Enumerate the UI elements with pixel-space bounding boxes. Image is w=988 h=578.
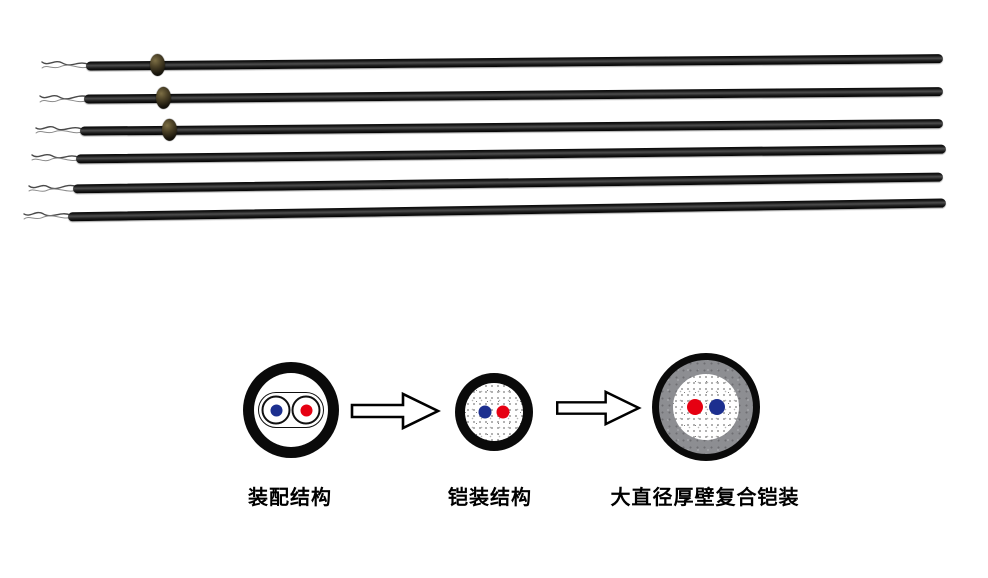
collar-fitting: [155, 86, 172, 109]
cable-rod: [79, 118, 944, 136]
cable-rod: [85, 53, 944, 71]
lead-wires-icon: [35, 126, 84, 134]
blue-conductor-dot: [270, 404, 282, 416]
collar-fitting: [149, 53, 166, 77]
red-conductor-dot: [687, 399, 703, 415]
cable-rod: [83, 86, 944, 104]
collar-fitting: [161, 118, 178, 141]
cable-probe: [34, 111, 944, 143]
lead-wires-icon: [41, 61, 90, 69]
cable-rod: [75, 144, 946, 163]
lead-wires-icon: [28, 184, 77, 192]
step-label-assembly: 装配结构: [248, 487, 332, 509]
red-conductor-dot: [300, 404, 312, 416]
blue-conductor-dot: [709, 399, 725, 415]
arrow-right-icon: [350, 391, 441, 431]
lead-wires-icon: [23, 211, 72, 220]
cross-section-composite: [652, 353, 760, 461]
insulation-face: [465, 383, 523, 441]
lead-wires-icon: [31, 153, 80, 162]
cable-probe: [30, 137, 946, 171]
cross-section-armored: [455, 373, 533, 451]
cable-probe: [40, 46, 944, 78]
conductor-tube: [261, 395, 291, 425]
blue-conductor-dot: [478, 405, 492, 419]
arrow-right-icon: [556, 389, 642, 427]
cable-probe: [27, 165, 943, 201]
conductor-tube: [291, 395, 321, 425]
step-label-armored: 铠装结构: [448, 487, 532, 509]
cable-probe: [22, 190, 946, 229]
step-label-composite: 大直径厚壁复合铠装: [610, 487, 800, 509]
cable-rod: [72, 172, 943, 193]
red-conductor-dot: [496, 405, 510, 419]
insulation-face: [673, 374, 739, 440]
lead-wires-icon: [39, 95, 88, 103]
cable-probe: [38, 79, 944, 111]
cross-section-assembly: [243, 362, 339, 458]
conductor-pair-outline: [258, 392, 324, 428]
cable-rod: [67, 197, 946, 221]
insulation-face: [254, 373, 328, 447]
